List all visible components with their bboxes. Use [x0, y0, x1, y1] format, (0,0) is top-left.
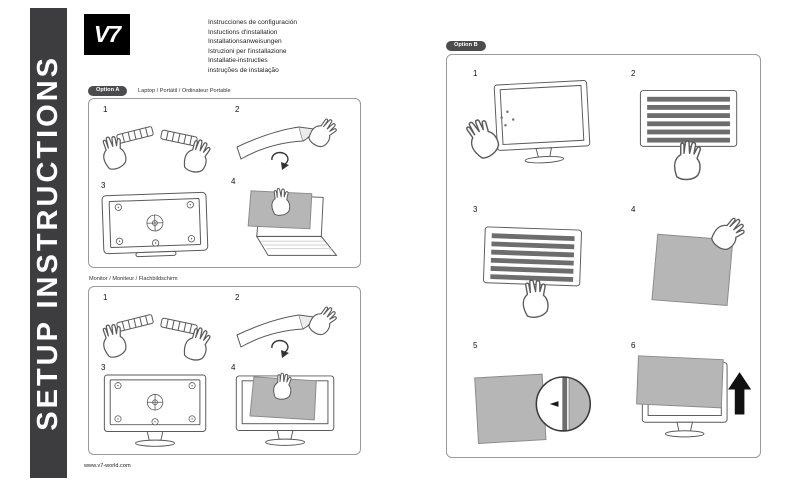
intro-languages: Instrucciones de configuración Instuctio… — [208, 18, 297, 76]
peel-liner-illustration — [236, 301, 341, 359]
optionb-step-4: 4 — [625, 205, 755, 319]
step-number: 3 — [473, 205, 478, 214]
monitor-step-2: 2 — [229, 293, 341, 359]
adhesive-strips-illustration — [96, 125, 213, 176]
laptop-step-4: 4 — [225, 177, 353, 263]
step-number: 1 — [103, 105, 108, 114]
option-a-laptop-panel: 1 2 3 — [88, 98, 361, 268]
option-a-device-label: Laptop / Portátil / Ordinateur Portable — [138, 88, 231, 94]
up-arrow-icon — [728, 372, 752, 415]
step-number: 5 — [473, 341, 478, 350]
page-title: SETUP INSTRUCTIONS — [32, 55, 64, 431]
step-number: 3 — [101, 363, 106, 372]
clean-screen-illustration — [459, 79, 591, 165]
intro-line-pt: instruções de instalação — [208, 66, 279, 74]
filter-sheet-hold-illustration — [651, 212, 749, 307]
edge-detail-magnifier-illustration — [474, 373, 592, 444]
intro-line-fr: Instuctions d'installation — [208, 28, 278, 36]
monitor-step-3: 3 — [95, 363, 219, 451]
step-number: 4 — [631, 205, 636, 214]
optionb-step-6: 6 — [625, 341, 755, 455]
laptop-screen-positions-illustration — [101, 191, 209, 258]
step-number: 2 — [235, 293, 240, 302]
laptop-filter-install-illustration — [247, 186, 338, 256]
laptop-step-1: 1 — [96, 105, 213, 176]
intro-line-de: Installationsanweisungen — [208, 38, 282, 46]
adhesive-strips-illustration — [96, 313, 213, 364]
step-number: 4 — [231, 363, 236, 372]
optionb-step-1: 1 — [459, 69, 597, 183]
peel-liner-illustration — [236, 113, 341, 171]
option-a-badge: Option A — [88, 86, 128, 96]
footer-url: www.v7-world.com — [84, 463, 131, 469]
v7-logo: V7 — [84, 14, 130, 55]
monitor-label: Monitor / Moniteur / Flachbildschirm — [89, 276, 178, 282]
laptop-step-2: 2 — [229, 105, 341, 171]
monitor-screen-positions-illustration — [103, 374, 207, 447]
optionb-step-3: 3 — [467, 205, 597, 320]
monitor-filter-install-illustration — [235, 372, 335, 446]
option-a-monitor-panel: 1 2 3 — [88, 286, 361, 455]
slide-filter-on-monitor-illustration — [636, 355, 752, 438]
striped-sheet-hold-illustration — [639, 90, 738, 181]
optionb-step-5: 5 — [467, 341, 597, 455]
step-number: 4 — [231, 177, 236, 186]
laptop-step-3: 3 — [95, 181, 219, 261]
step-number: 3 — [101, 181, 106, 190]
v7-logo-text: V7 — [93, 21, 121, 47]
striped-sheet-apply-illustration — [482, 226, 583, 320]
sidebar-banner: SETUP INSTRUCTIONS — [30, 8, 67, 478]
step-number: 2 — [631, 69, 636, 78]
step-number: 1 — [103, 293, 108, 302]
monitor-step-1: 1 — [96, 293, 213, 364]
monitor-step-4: 4 — [225, 363, 349, 451]
step-number: 1 — [473, 69, 478, 78]
intro-line-es: Instrucciones de configuración — [208, 19, 298, 26]
intro-line-nl: Installatie-instructies — [208, 57, 268, 65]
optionb-step-2: 2 — [625, 69, 755, 183]
intro-line-it: Istruzioni per l'installazione — [208, 47, 287, 55]
option-b-badge: Option B — [446, 41, 486, 51]
step-number: 6 — [631, 341, 636, 350]
option-b-panel: 1 2 3 — [446, 54, 761, 458]
step-number: 2 — [235, 105, 240, 114]
